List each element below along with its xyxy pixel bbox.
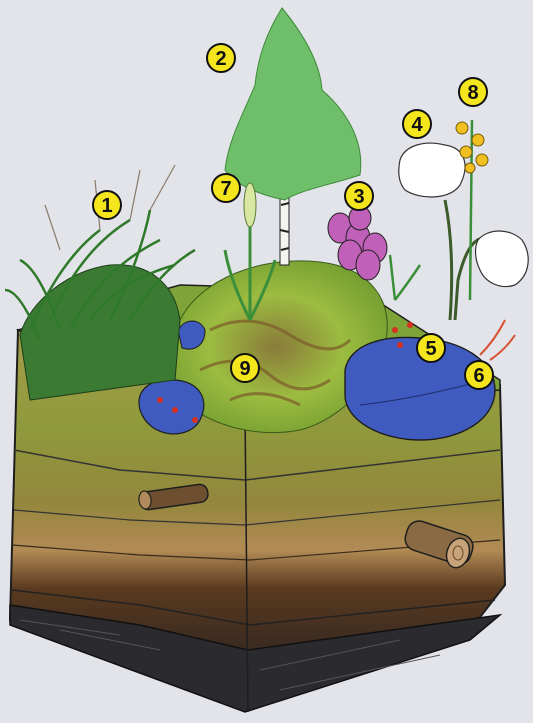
number-marker-9: 9 <box>231 354 259 382</box>
marker-label: 9 <box>239 358 250 380</box>
cottongrass-head-top <box>399 143 465 197</box>
marker-label: 8 <box>467 82 478 104</box>
cottongrass-plant <box>399 143 528 320</box>
number-marker-3: 3 <box>345 182 373 210</box>
marker-label: 2 <box>215 48 226 70</box>
number-marker-2: 2 <box>207 44 235 72</box>
number-marker-5: 5 <box>417 334 445 362</box>
marker-label: 3 <box>353 186 364 208</box>
marker-label: 6 <box>473 365 484 387</box>
birch-crown <box>225 8 361 200</box>
marker-label: 7 <box>220 178 231 200</box>
number-marker-1: 1 <box>93 191 121 219</box>
marker-label: 1 <box>101 195 112 217</box>
number-marker-6: 6 <box>465 361 493 389</box>
cottongrass-head-bottom <box>476 231 529 287</box>
number-marker-4: 4 <box>403 110 431 138</box>
marker-label: 4 <box>411 114 423 136</box>
number-marker-7: 7 <box>212 174 240 202</box>
number-marker-8: 8 <box>459 78 487 106</box>
marker-label: 5 <box>425 338 436 360</box>
